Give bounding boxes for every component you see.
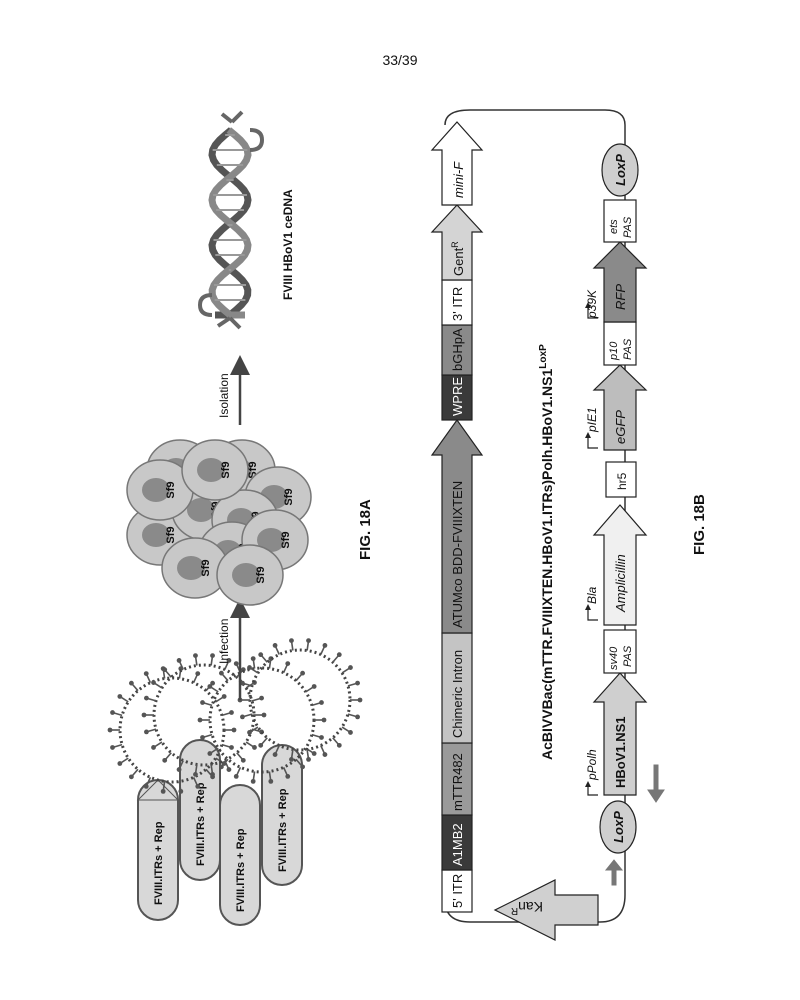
itr3-label: 3' ITR	[450, 287, 465, 321]
cell-label: Sf9	[280, 531, 292, 548]
fig-18b: 5' ITR A1MB2 mTTR482 Chimeric Intron ATU…	[430, 109, 708, 941]
ns1-label: HBoV1.NS1	[613, 716, 628, 788]
bottom-cassette: KanR LoxP pPolh HBoV1.NS1 sv40 PAS Bla	[493, 143, 665, 941]
amp-label: Amplicillin	[613, 554, 628, 613]
virion-group: FVIII.ITRs + Rep FVIII.ITRs + Rep FVIII.…	[107, 638, 363, 926]
sf9-cell: Sf9	[161, 537, 229, 599]
egfp-arrow	[592, 364, 648, 451]
virion-label: FVIII.ITRs + Rep	[153, 821, 165, 905]
p10-pas-label: PAS	[622, 338, 634, 360]
intron-label: Chimeric Intron	[450, 650, 465, 738]
mttr-segment	[441, 742, 473, 816]
cedna-label: FVIII HBoV1 ceDNA	[281, 189, 295, 300]
itr3-segment	[441, 279, 473, 326]
cedna-helix-icon	[197, 110, 265, 330]
top-cassette: 5' ITR A1MB2 mTTR482 Chimeric Intron ATU…	[430, 121, 484, 913]
egfp-label: eGFP	[613, 410, 628, 444]
kan-label: KanR	[511, 899, 543, 916]
infection-label: Infection	[217, 619, 231, 664]
minif-arrow	[430, 121, 484, 206]
cell-label: Sf9	[165, 481, 177, 498]
bgh-segment	[441, 324, 473, 376]
loxp-right-label: LoxP	[613, 154, 628, 186]
cell-label: Sf9	[255, 566, 267, 583]
fig-18a-caption: FIG. 18A	[357, 499, 374, 560]
virion-label: FVIII.ITRs + Rep	[235, 828, 247, 912]
mttr-label: mTTR482	[450, 753, 465, 811]
loxp-left-oval	[599, 800, 637, 854]
ets-pas-label: PAS	[622, 216, 634, 238]
virion-label: FVIII.ITRs + Rep	[277, 788, 289, 872]
hr5-box	[605, 461, 637, 498]
minif-label: mini-F	[451, 161, 466, 198]
kan-arrow	[493, 879, 599, 941]
virion-capsule: FVIII.ITRs + Rep	[219, 784, 261, 926]
atum-label: ATUMco BDD-FVIIIXTEN	[450, 481, 465, 628]
rfp-arrow	[592, 241, 648, 323]
ppolh-promoter-icon	[587, 785, 598, 796]
bla-label: Bla	[585, 586, 599, 604]
sf9-cell: Sf9	[216, 544, 284, 606]
pie1-promoter-icon	[587, 436, 598, 449]
virion-envelopes	[107, 638, 363, 794]
ets-label: ets	[608, 219, 620, 234]
fig-18b-caption: FIG. 18B	[691, 494, 708, 555]
loxp-right-oval	[601, 143, 639, 197]
isolation-label: Isolation	[217, 373, 231, 418]
wpre-label: WPRE	[450, 377, 465, 416]
virion-capsule: FVIII.ITRs + Rep	[261, 744, 303, 886]
gent-label: GentR	[450, 241, 466, 276]
ns1-arrow	[592, 672, 648, 796]
virion-label: FVIII.ITRs + Rep	[195, 782, 207, 866]
cell-label: Sf9	[200, 559, 212, 576]
sv40-box	[603, 629, 637, 674]
a1mb2-label: A1MB2	[450, 823, 465, 866]
hr5-label: hr5	[615, 472, 629, 490]
up-direction-arrow	[604, 859, 624, 886]
down-direction-arrow	[647, 764, 665, 803]
ppolh-label: pPolh	[585, 749, 599, 781]
sv40-pas-label: PAS	[622, 645, 634, 667]
sf9-cell: Sf9	[181, 439, 249, 501]
page-number: 33/39	[382, 52, 418, 68]
sf9-cell-cluster: Sf9Sf9Sf9Sf9Sf9Sf9Sf9Sf9Sf9Sf9Sf9Sf9	[126, 439, 312, 606]
cell-label: Sf9	[283, 488, 295, 505]
atum-arrow	[430, 418, 484, 634]
bla-promoter-icon	[587, 608, 598, 621]
p10-box	[603, 321, 637, 366]
bgh-label: bGHpA	[450, 328, 465, 371]
ets-box	[603, 199, 637, 243]
p39k-label: p39K	[585, 289, 599, 319]
loxp-left-label: LoxP	[611, 811, 626, 843]
cell-label: Sf9	[220, 461, 232, 478]
gent-arrow	[430, 204, 484, 281]
virion-capsule: FVIII.ITRs + Rep	[136, 779, 180, 921]
virion-capsule: FVIII.ITRs + Rep	[179, 739, 221, 881]
a1mb2-segment	[441, 814, 473, 871]
sv40-label: sv40	[608, 646, 620, 670]
p10-label: p10	[608, 341, 620, 361]
fig-18a: FVIII.ITRs + Rep FVIII.ITRs + Rep FVIII.…	[107, 110, 374, 926]
cell-label: Sf9	[165, 526, 177, 543]
construct-name: AcBIVVBac(mTTR.FVIIIXTEN.HBoV1.ITRs)Polh…	[538, 344, 555, 760]
rfp-label: RFP	[613, 284, 628, 310]
amp-arrow	[592, 504, 648, 626]
p39k-promoter-icon	[587, 306, 598, 319]
itr5-label: 5' ITR	[450, 874, 465, 908]
pie1-label: pIE1	[585, 407, 599, 433]
